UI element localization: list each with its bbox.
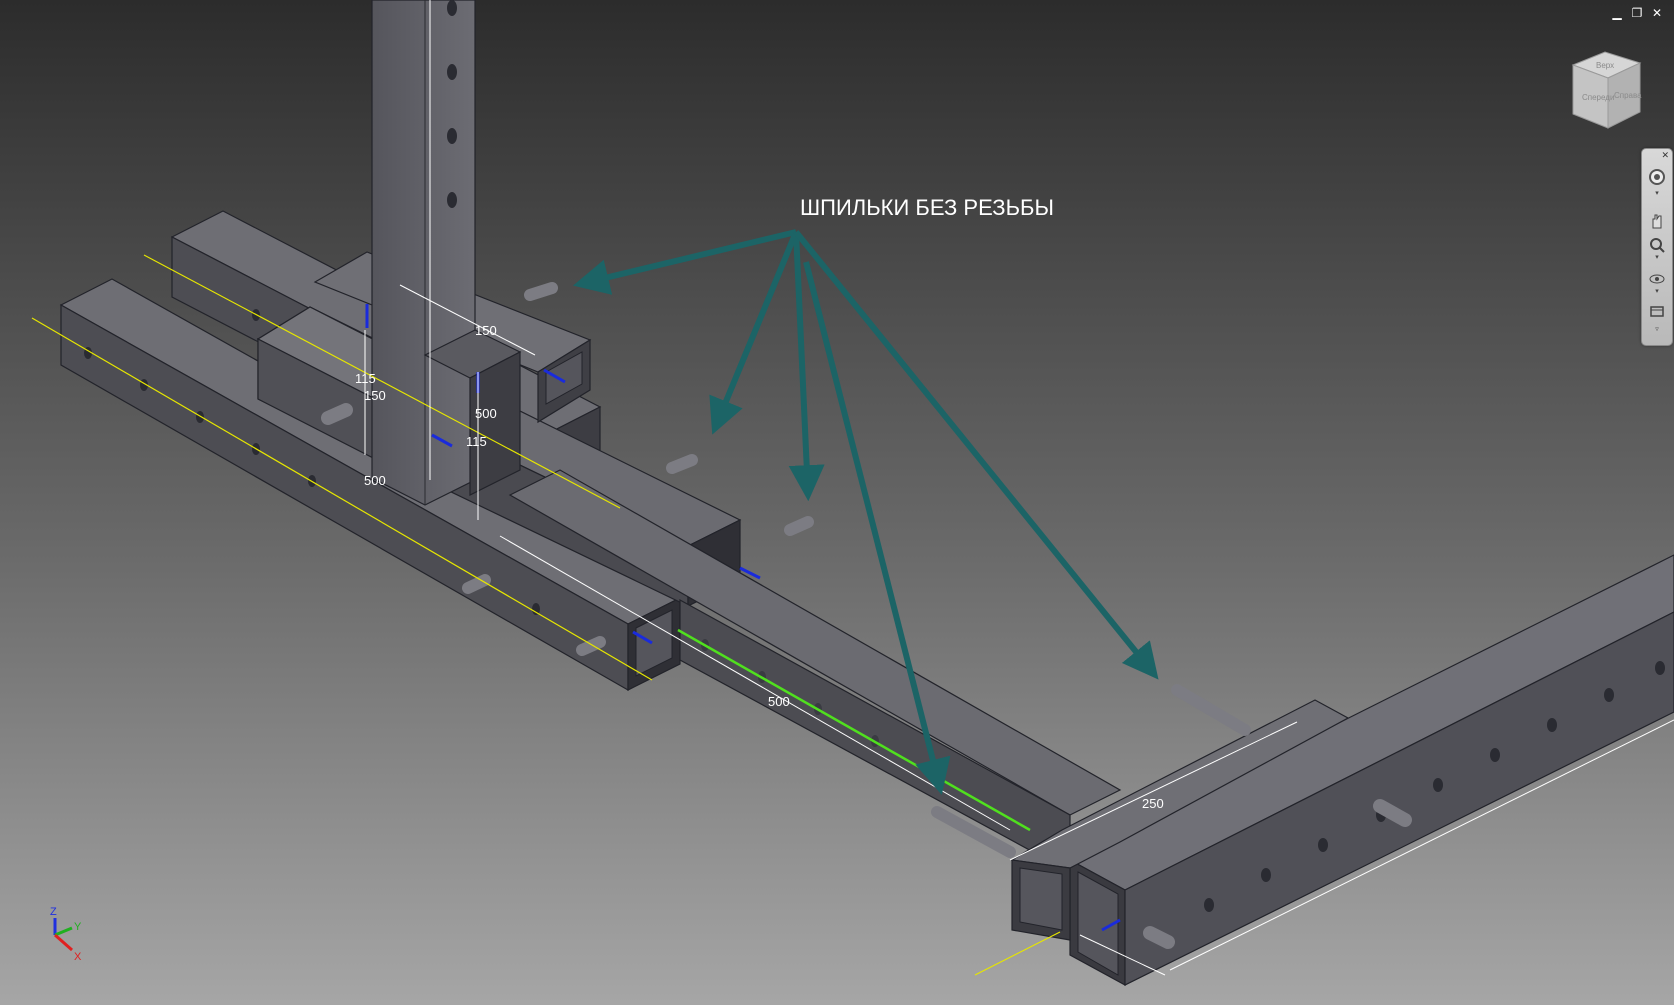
dim-500-bottom: 500: [768, 694, 790, 709]
post-holes: [447, 0, 457, 208]
dim-500-center: 500: [475, 406, 497, 421]
annotation-arrows: [572, 229, 1159, 795]
pins[interactable]: [321, 282, 1412, 949]
dim-115-left: 115: [355, 371, 376, 386]
chevron-down-icon[interactable]: ▾: [1655, 190, 1659, 197]
restore-icon[interactable]: ❐: [1631, 6, 1643, 20]
annotation-label: ШПИЛЬКИ БЕЗ РЕЗЬБЫ: [800, 195, 1054, 220]
dim-250: 250: [1142, 796, 1164, 811]
orbit-icon[interactable]: [1647, 269, 1667, 289]
look-at-icon[interactable]: [1647, 301, 1667, 321]
dimension-labels: 150 115 150 500 115 500 500 250: [355, 323, 1164, 811]
chevron-down-icon[interactable]: ▾: [1655, 254, 1659, 261]
close-icon[interactable]: ✕: [1651, 6, 1663, 20]
window-controls: ▁ ❐ ✕: [1610, 6, 1664, 20]
viewcube-face-front[interactable]: Спереди: [1582, 93, 1614, 102]
minimize-icon[interactable]: ▁: [1612, 6, 1622, 20]
chevron-down-icon[interactable]: ▾: [1655, 288, 1659, 295]
dim-115-center: 115: [466, 434, 487, 449]
axis-z-label: Z: [50, 906, 57, 918]
work-axes: [31, 254, 1061, 976]
axis-triad: Z Y X: [50, 906, 82, 963]
axis-y-label: Y: [74, 921, 82, 933]
navigation-bar[interactable]: ✕ ▾ ▾ ▾ ▿: [1641, 148, 1673, 346]
vertical-post[interactable]: [371, 0, 522, 506]
pan-icon[interactable]: [1647, 211, 1667, 231]
steering-wheel-icon[interactable]: [1647, 167, 1667, 187]
axis-x-label: X: [74, 951, 82, 963]
zoom-icon[interactable]: [1647, 235, 1667, 255]
navbar-close-icon[interactable]: ✕: [1661, 150, 1669, 160]
customize-icon[interactable]: ▿: [1655, 326, 1659, 333]
dim-150-top: 150: [475, 323, 497, 338]
short-crossbar[interactable]: [1010, 699, 1350, 941]
right-beam-holes: [1204, 661, 1665, 912]
constraint-marks: [365, 304, 1121, 932]
dim-500-left: 500: [364, 473, 386, 488]
viewcube-face-right[interactable]: Справа: [1614, 91, 1642, 100]
dim-150-left: 150: [364, 388, 386, 403]
viewcube[interactable]: Верх Спереди Справа: [1571, 51, 1642, 129]
viewcube-face-top[interactable]: Верх: [1596, 61, 1614, 70]
